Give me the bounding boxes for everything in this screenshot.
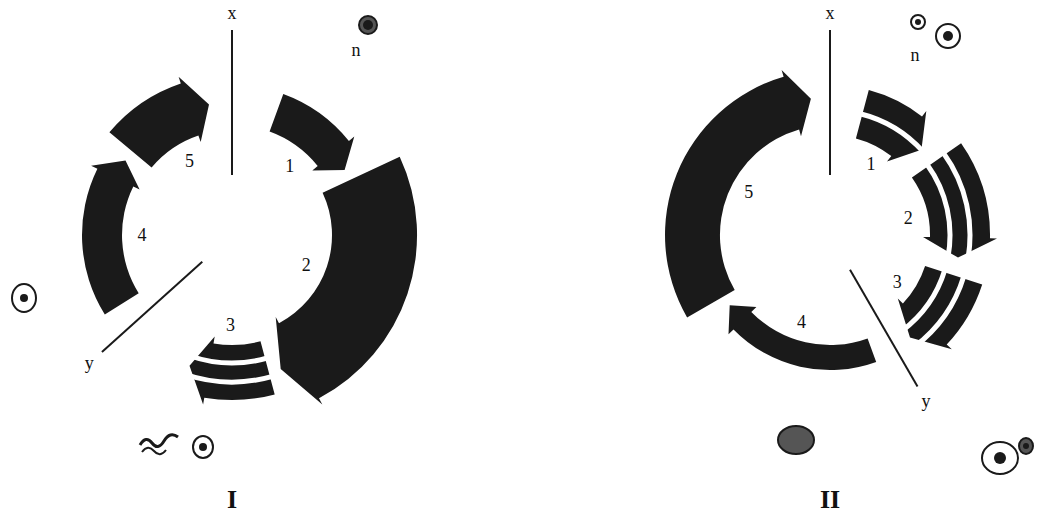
band-gap [860,114,923,152]
callout-number: 3 [893,273,902,291]
cell-icon [936,24,960,48]
cell-icon [1019,438,1033,454]
cell-nucleus [915,19,921,25]
cell-icon [982,442,1018,474]
axis-label: y [85,354,94,372]
axis-label: y [922,392,931,410]
callout-number: 1 [285,157,294,175]
cell-nucleus [1023,443,1029,449]
axis-label: x [826,4,835,22]
callout-number: 5 [185,152,194,170]
callout-number: 2 [904,209,913,227]
callout-number: 5 [744,183,753,201]
axis-label: n [911,46,920,64]
cell-nucleus [994,452,1006,464]
band-gap [927,165,950,258]
phase-arrow [912,143,997,257]
band-gap [943,153,970,262]
band-gap [190,356,267,363]
cell-icon [12,284,36,312]
phase-arrow [665,70,811,318]
band-gap [914,276,964,347]
panel-label: II [820,487,840,513]
phase-arrow [109,77,209,168]
chromosome-icon [140,435,178,447]
cell-nucleus [199,443,207,451]
cell-icon [778,426,814,454]
phase-arrow [270,94,355,170]
phase-arrow [729,305,877,370]
phase-arrow [898,266,982,349]
phase-arrow [190,337,275,405]
phase-arrow [276,157,417,405]
axis-label: x [228,4,237,22]
cell-nucleus [943,31,953,41]
band-gap [184,374,272,382]
axis-label: n [352,41,361,59]
callout-number: 3 [226,316,235,334]
callout-number: 1 [867,155,876,173]
phase-arrow [82,160,140,314]
chromosome-icon [142,448,166,455]
axis-line [829,30,831,175]
callout-number: 4 [797,313,806,331]
cell-icon [911,15,925,29]
cell-nucleus [363,20,373,30]
cell-nucleus [20,294,28,302]
panel-label: I [227,487,237,513]
axis-line [231,30,233,175]
cell-icon [193,436,213,458]
cell-icon [359,16,377,34]
phase-arrow [856,90,926,161]
callout-number: 4 [138,226,147,244]
callout-number: 2 [302,256,311,274]
